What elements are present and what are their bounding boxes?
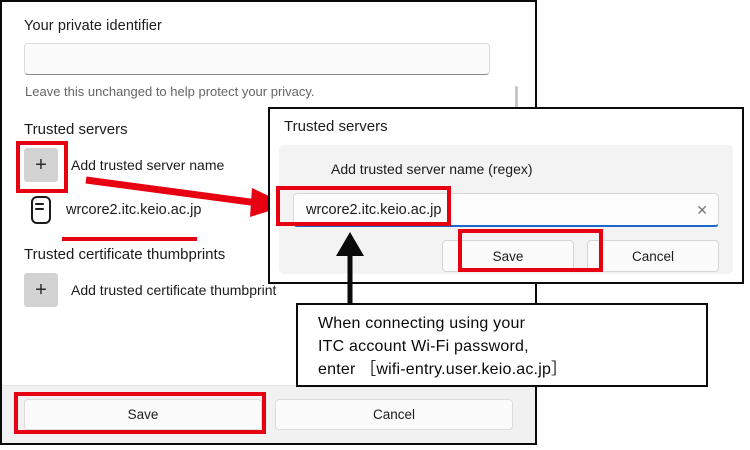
dialog-title: Trusted servers: [284, 118, 388, 135]
dialog-cancel-button[interactable]: Cancel: [587, 240, 719, 272]
trusted-server-list-item[interactable]: wrcore2.itc.keio.ac.jp: [24, 196, 513, 224]
vertical-scrollbar[interactable]: [515, 86, 518, 110]
private-identifier-hint: Leave this unchanged to help protect you…: [25, 84, 315, 99]
black-arrow-annotation: [336, 232, 364, 306]
dialog-save-button[interactable]: Save: [442, 240, 574, 272]
highlight-server-name-underline: [62, 237, 197, 241]
private-identifier-input[interactable]: [24, 43, 490, 75]
settings-cancel-button[interactable]: Cancel: [275, 399, 513, 430]
dialog-subtitle: Add trusted server name (regex): [331, 161, 533, 177]
add-trusted-server-row[interactable]: + Add trusted server name: [24, 148, 513, 182]
add-trusted-thumbprint-label: Add trusted certificate thumbprint: [71, 282, 277, 298]
add-trusted-server-label: Add trusted server name: [71, 157, 225, 173]
red-arrow-annotation: [85, 176, 288, 217]
callout-line-3: enter ［wifi-entry.user.keio.ac.jp］: [318, 361, 568, 378]
settings-save-button[interactable]: Save: [24, 399, 262, 430]
callout-line-2: ITC account Wi-Fi password,: [318, 338, 529, 355]
private-identifier-label: Your private identifier: [24, 18, 162, 34]
add-trusted-thumbprint-button[interactable]: +: [24, 273, 58, 307]
add-thumbprint-row[interactable]: + Add trusted certificate thumbprint: [24, 273, 513, 307]
trusted-servers-heading: Trusted servers: [24, 121, 128, 138]
server-icon: [31, 196, 51, 224]
trusted-thumbprints-heading: Trusted certificate thumbprints: [24, 246, 226, 263]
trusted-server-name: wrcore2.itc.keio.ac.jp: [66, 202, 202, 218]
dialog-actions: Save Cancel: [293, 240, 719, 272]
callout-line-1: When connecting using your: [318, 315, 526, 332]
clear-icon[interactable]: ✕: [696, 201, 708, 218]
settings-scroll-area[interactable]: Your private identifier Leave this uncha…: [2, 2, 535, 385]
add-trusted-server-button[interactable]: +: [24, 148, 58, 182]
trusted-server-name-input[interactable]: wrcore2.itc.keio.ac.jp ✕: [293, 193, 719, 227]
trusted-server-name-input-value: wrcore2.itc.keio.ac.jp: [306, 201, 442, 218]
settings-footer: Save Cancel: [2, 385, 535, 443]
callout-note: When connecting using your ITC account W…: [296, 303, 708, 387]
